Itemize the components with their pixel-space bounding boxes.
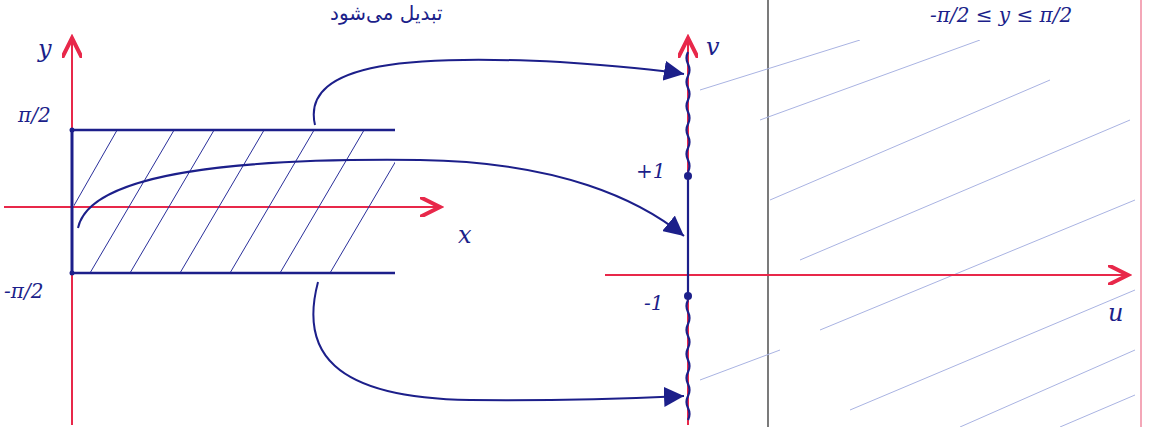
margin-line: [767, 0, 768, 427]
axis-label: x: [458, 222, 472, 248]
v-axis: [687, 38, 689, 425]
x-axis: [4, 206, 440, 208]
point-marker: [684, 172, 692, 180]
image-boundary: [687, 52, 690, 420]
tick-label: -π/2: [4, 280, 43, 302]
mapping-arrow: [313, 282, 684, 400]
mapping-arrow: [78, 160, 684, 236]
half-plane-hatch: [700, 40, 1135, 427]
y-axis: [71, 38, 73, 425]
range-note: -π/2 ≤ y ≤ π/2: [930, 4, 1072, 26]
tick-label: +1: [636, 160, 665, 182]
strip-hatch: [74, 130, 395, 273]
strip-edge: [72, 129, 395, 132]
note-text: تبدیل می‌شود: [330, 2, 443, 24]
margin-line: [1140, 0, 1142, 427]
strip-edge: [72, 272, 395, 275]
axis-label: v: [706, 34, 720, 60]
tick-label: π/2: [18, 104, 51, 126]
mapping-arrow: [314, 60, 684, 125]
u-axis: [605, 274, 1128, 276]
tick-label: -1: [644, 292, 663, 314]
axis-label: u: [1108, 300, 1123, 326]
point-marker: [684, 292, 692, 300]
axis-label: y: [38, 36, 52, 62]
strip-edge: [71, 130, 74, 273]
